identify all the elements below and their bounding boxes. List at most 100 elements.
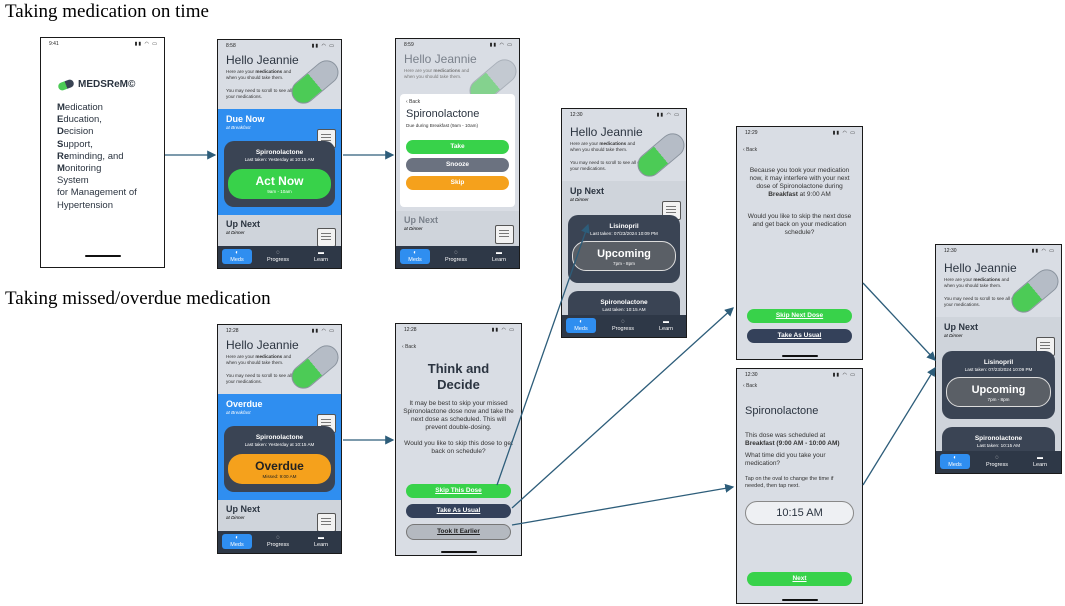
back-button[interactable]: ‹ Back xyxy=(402,344,417,350)
arrow-earlier-to-time xyxy=(511,483,735,526)
tab-bar: ◐Meds ◌Progress ▬Learn xyxy=(218,531,341,553)
tab-learn[interactable]: ▬Learn xyxy=(1025,454,1055,469)
last-taken: Last taken: Yesterday at 10:15 AM xyxy=(244,157,315,162)
overdue-section: Overdue at Breakfast Spironolactone Last… xyxy=(218,394,341,500)
calendar-icon[interactable] xyxy=(495,225,514,244)
progress-tab-icon: ◌ xyxy=(454,250,458,256)
greeting: Hello Jeannie xyxy=(570,125,643,139)
took-it-earlier-button[interactable]: Took It Earlier xyxy=(406,524,511,540)
up-next-section: Up Next at Dinner Lisinopril Last taken:… xyxy=(562,181,686,331)
status-time: 12:30 xyxy=(944,248,957,254)
take-as-usual-button[interactable]: Take As Usual xyxy=(747,329,852,343)
skip-button[interactable]: Skip xyxy=(406,176,509,190)
signal-icon: ▮▮ ◠ ▭ xyxy=(311,328,335,334)
tab-meds[interactable]: ◐Meds xyxy=(400,249,430,264)
status-time: 12:30 xyxy=(570,112,583,118)
pill-tab-icon: ◐ xyxy=(579,319,583,325)
tab-progress[interactable]: ◌Progress xyxy=(263,534,293,549)
intro-text: Here are your medications and when you s… xyxy=(944,277,1010,288)
skip-this-dose-button[interactable]: Skip This Dose xyxy=(406,484,511,498)
greeting: Hello Jeannie xyxy=(944,261,1017,275)
advice-text: It may be best to skip your missed Spiro… xyxy=(403,400,514,431)
tab-progress[interactable]: ◌Progress xyxy=(608,318,638,333)
arrow-skipnext-to-final xyxy=(862,282,936,361)
section-subtitle: at Dinner xyxy=(404,226,423,231)
schedule-text: This dose was scheduled at Breakfast (9:… xyxy=(745,432,840,447)
take-button[interactable]: Take xyxy=(406,140,509,154)
home-indicator xyxy=(781,599,818,601)
section-subtitle: at Dinner xyxy=(570,197,589,202)
signal-icon: ▮▮ ◠ ▭ xyxy=(134,41,158,47)
section-subtitle: at Dinner xyxy=(944,333,963,338)
up-next-section: Up Next at Dinner Lisinopril Last taken:… xyxy=(936,317,1061,467)
greeting: Hello Jeannie xyxy=(226,53,299,67)
tab-learn[interactable]: ▬Learn xyxy=(651,318,681,333)
home-upcoming-screen: 12:30▮▮ ◠ ▭ Hello Jeannie Here are your … xyxy=(561,108,687,338)
status-time: 12:30 xyxy=(745,372,758,378)
back-button[interactable]: ‹ Back xyxy=(406,99,421,105)
intro-text: Here are your medications and when you s… xyxy=(404,68,470,79)
app-name-line: Education, xyxy=(57,114,102,126)
skip-next-dose-button[interactable]: Skip Next Dose xyxy=(747,309,852,323)
book-tab-icon: ▬ xyxy=(318,250,324,256)
section-title: Up Next xyxy=(226,504,261,514)
tab-learn[interactable]: ▬Learn xyxy=(306,534,336,549)
tab-learn[interactable]: ▬Learn xyxy=(484,249,514,264)
back-button[interactable]: ‹ Back xyxy=(743,147,758,153)
last-taken: Last taken: Yesterday at 10:15 AM xyxy=(244,442,315,447)
snooze-button[interactable]: Snooze xyxy=(406,158,509,172)
calendar-icon[interactable] xyxy=(317,228,336,247)
interference-text: Because you took your medication now, it… xyxy=(749,167,850,198)
up-next-section: Up Next at Dinner xyxy=(218,500,341,535)
tab-meds[interactable]: ◐Meds xyxy=(222,249,252,264)
last-taken: Last taken: 07/23/2024 10:09 PM xyxy=(964,367,1033,372)
intro-text: Here are your medications and when you s… xyxy=(226,69,292,80)
tab-meds[interactable]: ◐Meds xyxy=(940,454,970,469)
section-subtitle: at Dinner xyxy=(226,230,245,235)
calendar-icon[interactable] xyxy=(317,513,336,532)
section-title: Up Next xyxy=(404,215,439,225)
intro-text: Here are your medications and when you s… xyxy=(570,141,636,152)
medication-options-screen: 8:59▮▮ ◠ ▭ Hello Jeannie Here are your m… xyxy=(395,38,520,269)
book-tab-icon: ▬ xyxy=(663,319,669,325)
signal-icon: ▮▮ ◠ ▭ xyxy=(832,372,856,378)
think-and-decide-screen: 12:28 ▮▮ ◠ ▭ ‹ Back Think and Decide It m… xyxy=(395,323,522,556)
last-taken: Last taken: 07/23/2024 10:09 PM xyxy=(590,231,658,236)
book-tab-icon: ▬ xyxy=(318,535,324,541)
app-name-line: for Management of xyxy=(57,187,137,199)
tab-meds[interactable]: ◐Meds xyxy=(222,534,252,549)
tab-progress[interactable]: ◌Progress xyxy=(263,249,293,264)
time-taken-screen: 12:30 ▮▮ ◠ ▭ ‹ Back Spironolactone This d… xyxy=(736,368,863,604)
book-tab-icon: ▬ xyxy=(496,250,502,256)
app-name-line: Hypertension xyxy=(57,199,113,211)
capsule-logo-icon xyxy=(57,78,75,92)
tab-learn[interactable]: ▬Learn xyxy=(306,249,336,264)
progress-tab-icon: ◌ xyxy=(276,535,280,541)
time-hint: Tap on the oval to change the time if ne… xyxy=(745,476,834,489)
tab-progress[interactable]: ◌Progress xyxy=(441,249,471,264)
signal-icon: ▮▮ ◠ ▭ xyxy=(491,327,515,333)
book-tab-icon: ▬ xyxy=(1037,455,1043,461)
signal-icon: ▮▮ ◠ ▭ xyxy=(311,43,335,49)
take-as-usual-button[interactable]: Take As Usual xyxy=(406,504,511,518)
screen-title: Think and Decide xyxy=(427,361,490,392)
scroll-hint: You may need to scroll to see all of you… xyxy=(570,160,642,171)
options-sheet: ‹ Back Spironolactone Due during Breakfa… xyxy=(400,94,515,207)
heading-on-time: Taking medication on time xyxy=(5,1,209,22)
tab-meds[interactable]: ◐Meds xyxy=(566,318,596,333)
app-name-line: Support, xyxy=(57,138,93,150)
app-name-line: Reminding, and xyxy=(57,150,124,162)
back-button[interactable]: ‹ Back xyxy=(743,383,758,389)
tab-progress[interactable]: ◌Progress xyxy=(982,454,1012,469)
home-indicator xyxy=(781,355,818,357)
next-button[interactable]: Next xyxy=(747,572,852,586)
section-title: Overdue xyxy=(226,399,263,409)
time-picker-oval[interactable]: 10:15 AM xyxy=(745,501,854,525)
screen-title: Spironolactone xyxy=(745,405,819,417)
status-time: 12:28 xyxy=(404,327,417,333)
